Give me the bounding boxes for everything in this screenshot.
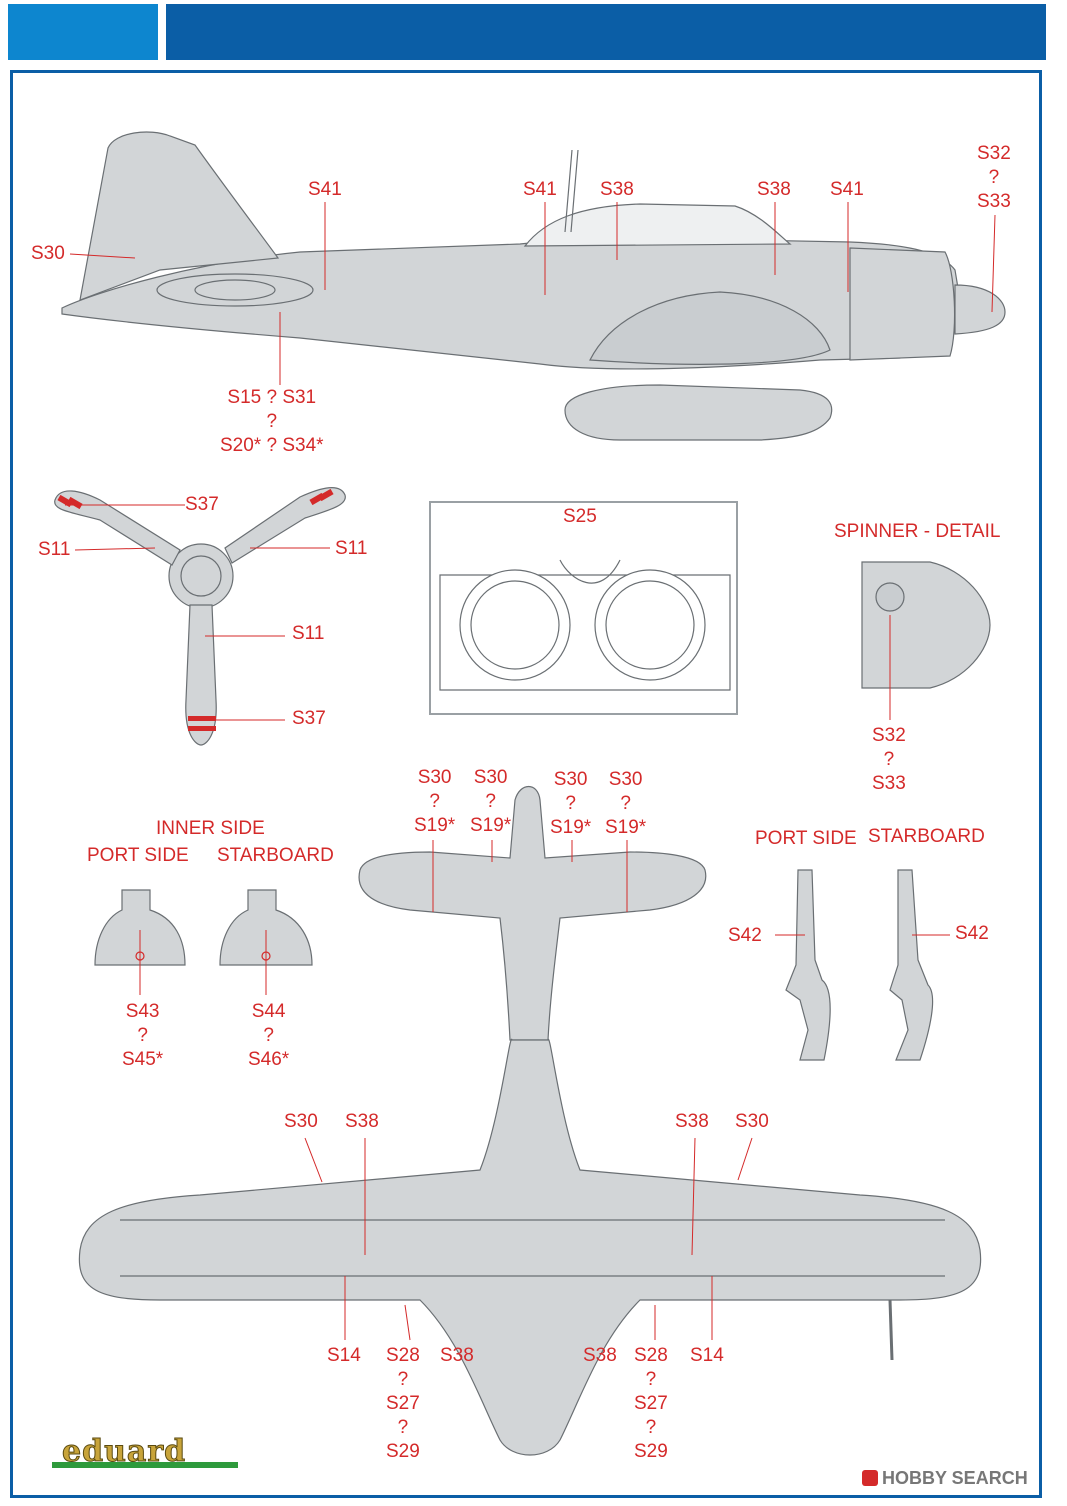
label-tail3-s19: S19* <box>550 817 592 838</box>
label-s38-cockpit: S38 <box>600 179 634 200</box>
label-s43: S43 <box>125 1001 160 1022</box>
legs-port-title: PORT SIDE <box>755 828 857 849</box>
label-spinner-s33: S33 <box>872 773 906 794</box>
label-s32-q: ? <box>988 167 1000 188</box>
label-s27-right: S27 <box>634 1393 668 1414</box>
eduard-logo-text: eduard <box>61 1434 187 1470</box>
label-wing-s28-left-stack: S28 ? S27 ? S29 <box>386 1344 420 1464</box>
leader-lines <box>65 202 996 1341</box>
spinner-detail-title: SPINNER - DETAIL <box>834 521 1001 542</box>
label-wing-s38-bottom-left: S38 <box>440 1345 474 1366</box>
label-s28-right: S28 <box>634 1345 668 1366</box>
label-s32: S32 <box>977 143 1011 164</box>
label-tail2-q: ? <box>485 791 496 812</box>
label-tail3-q: ? <box>565 793 576 814</box>
label-s28-left-q2: ? <box>397 1417 409 1438</box>
label-tail3-s30: S30 <box>553 769 588 790</box>
label-s27-left: S27 <box>386 1393 420 1414</box>
label-s41-mid: S41 <box>523 179 557 200</box>
label-tail1-q: ? <box>429 791 440 812</box>
label-spinner-s32: S32 <box>872 725 906 746</box>
spinner-detail-drawing <box>861 561 991 689</box>
label-s15-stack: S15 ? S31 ? S20* ? S34* <box>220 386 324 458</box>
tailplane-top-view <box>358 785 707 1041</box>
propeller-drawing <box>54 487 346 746</box>
label-s28-left-q1: ? <box>397 1369 409 1390</box>
covers-starboard-title: STARBOARD <box>217 845 334 866</box>
label-s29-left: S29 <box>386 1441 420 1462</box>
label-wing-s30-left: S30 <box>284 1111 318 1132</box>
label-s33: S33 <box>977 191 1011 212</box>
label-s11-lower: S11 <box>292 623 325 644</box>
label-s43-q: ? <box>137 1025 148 1046</box>
eduard-logo-bar <box>52 1462 238 1468</box>
label-s28-right-q1: ? <box>645 1369 657 1390</box>
label-wing-s38-bottom-right: S38 <box>583 1345 617 1366</box>
covers-port-title: PORT SIDE <box>87 845 189 866</box>
label-wing-s38-left: S38 <box>345 1111 379 1132</box>
label-s45: S45* <box>122 1049 164 1070</box>
label-s32-stack: S32 ? S33 <box>977 142 1011 214</box>
label-port-cover-stack: S43 ? S45* <box>122 1000 163 1072</box>
covers-title: INNER SIDE <box>156 818 265 839</box>
label-tail4-s30: S30 <box>608 769 643 790</box>
label-tail-group-2: S30 ? S19* <box>470 766 511 838</box>
hobby-search-badge-icon <box>862 1470 878 1486</box>
label-spinner-stack: S32 ? S33 <box>872 724 906 796</box>
label-s15-s31: S15 ? S31 <box>227 387 317 408</box>
label-s15-q: ? <box>266 411 278 432</box>
gear-bay-detail <box>429 501 738 715</box>
label-wing-s28-right-stack: S28 ? S27 ? S29 <box>634 1344 668 1464</box>
eduard-logo: eduard <box>52 1434 238 1470</box>
label-s37-top: S37 <box>185 494 219 515</box>
landing-gear-legs-drawing <box>785 869 934 1061</box>
label-s30-tail: S30 <box>31 243 65 264</box>
label-tail1-s19: S19* <box>414 815 456 836</box>
label-tail-group-3: S30 ? S19* <box>550 768 591 840</box>
label-s28-right-q2: ? <box>645 1417 657 1438</box>
label-stbd-cover-stack: S44 ? S46* <box>248 1000 289 1072</box>
side-view-fuselage <box>61 131 1006 441</box>
label-s25: S25 <box>563 506 597 527</box>
label-wing-s14-left: S14 <box>327 1345 361 1366</box>
label-tail1-s30: S30 <box>417 767 452 788</box>
gear-covers-drawing <box>94 889 313 966</box>
label-s41-front: S41 <box>830 179 864 200</box>
label-tail-group-4: S30 ? S19* <box>605 768 646 840</box>
label-s29-right: S29 <box>634 1441 668 1462</box>
label-s41-rear: S41 <box>308 179 342 200</box>
label-s11-right: S11 <box>335 538 368 559</box>
label-tail4-s19: S19* <box>605 817 647 838</box>
page-frame <box>10 70 1042 1498</box>
label-s42-right: S42 <box>955 923 989 944</box>
legs-starboard-title: STARBOARD <box>868 826 985 847</box>
label-s11-left: S11 <box>38 539 71 560</box>
label-s20-s34: S20* ? S34* <box>220 435 324 456</box>
label-s28-left: S28 <box>386 1345 420 1366</box>
hobby-search-watermark: HOBBY SEARCH <box>862 1468 1028 1489</box>
header-title-bar <box>166 4 1046 60</box>
label-wing-s30-right: S30 <box>735 1111 769 1132</box>
main-wing-top-view <box>78 1038 982 1456</box>
label-s42-left: S42 <box>728 925 762 946</box>
header-accent-bar <box>8 4 158 60</box>
label-s44: S44 <box>251 1001 286 1022</box>
label-tail2-s30: S30 <box>473 767 508 788</box>
label-wing-s38-right: S38 <box>675 1111 709 1132</box>
hobby-search-text: HOBBY SEARCH <box>882 1468 1028 1488</box>
label-s37-bottom: S37 <box>292 708 326 729</box>
label-s46: S46* <box>248 1049 290 1070</box>
label-s44-q: ? <box>263 1025 274 1046</box>
label-tail-group-1: S30 ? S19* <box>414 766 455 838</box>
label-tail2-s19: S19* <box>470 815 512 836</box>
label-s38-front: S38 <box>757 179 791 200</box>
label-spinner-q: ? <box>883 749 895 770</box>
label-wing-s14-right: S14 <box>690 1345 724 1366</box>
label-tail4-q: ? <box>620 793 631 814</box>
